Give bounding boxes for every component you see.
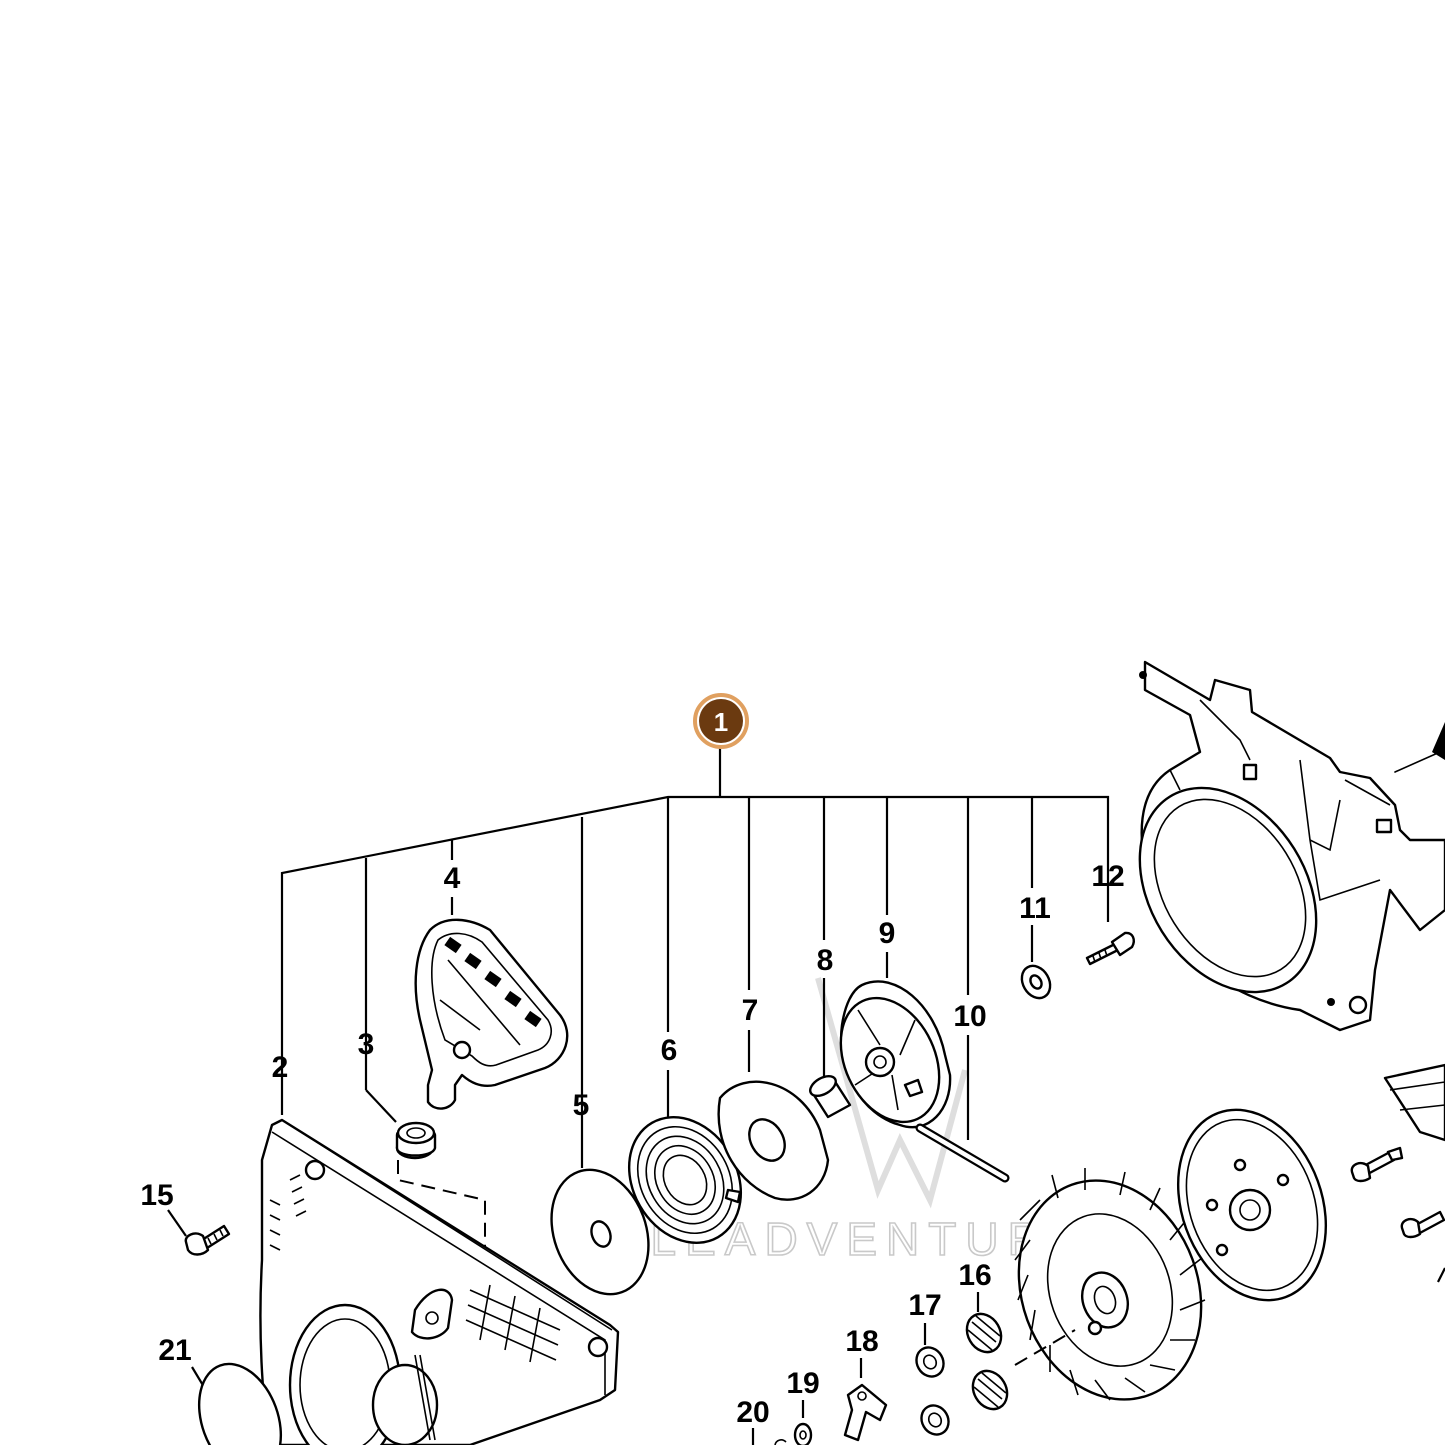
screw-icon bbox=[1400, 1210, 1445, 1283]
fan-housing-icon bbox=[1138, 660, 1445, 1032]
screw-icon bbox=[184, 1224, 231, 1256]
label-5: 5 bbox=[573, 1089, 590, 1122]
cover-edge-icon bbox=[1383, 1063, 1445, 1142]
spring-icon bbox=[971, 1369, 1009, 1411]
o-ring-icon bbox=[197, 1362, 283, 1445]
pawl-icon bbox=[843, 1383, 888, 1442]
clutch-drum-icon bbox=[1176, 1108, 1328, 1302]
label-12: 12 bbox=[1091, 860, 1124, 893]
watermark-logo-icon bbox=[815, 977, 968, 1209]
label-9: 9 bbox=[879, 917, 896, 950]
screw-icon bbox=[1350, 1146, 1404, 1183]
label-11: 11 bbox=[1019, 892, 1051, 925]
nut-icon bbox=[915, 1346, 945, 1378]
leader-lines bbox=[167, 748, 1110, 1445]
label-2: 2 bbox=[272, 1051, 289, 1084]
spring-icon bbox=[965, 1312, 1003, 1354]
callout-number: 1 bbox=[714, 707, 728, 737]
flywheel-icon bbox=[1014, 1168, 1206, 1401]
screw-icon bbox=[1085, 931, 1135, 966]
rope-pulley-icon bbox=[839, 980, 952, 1129]
label-4: 4 bbox=[444, 862, 461, 895]
label-10: 10 bbox=[953, 1000, 986, 1033]
label-21: 21 bbox=[158, 1334, 191, 1367]
nut-icon bbox=[920, 1404, 950, 1436]
label-3: 3 bbox=[358, 1028, 375, 1061]
label-16: 16 bbox=[958, 1259, 991, 1292]
clip-icon bbox=[774, 1439, 787, 1445]
label-19: 19 bbox=[786, 1367, 819, 1400]
starter-grip-icon bbox=[414, 918, 569, 1110]
label-20: 20 bbox=[736, 1396, 769, 1429]
bush-icon bbox=[809, 1074, 852, 1119]
label-7: 7 bbox=[742, 994, 759, 1027]
starter-rope-icon bbox=[915, 1123, 1010, 1183]
label-17: 17 bbox=[908, 1289, 941, 1322]
starter-housing-icon bbox=[259, 1118, 620, 1445]
part-labels: 2 3 4 5 6 7 8 9 10 11 12 15 16 17 18 19 … bbox=[140, 860, 1124, 1429]
label-15: 15 bbox=[140, 1179, 173, 1212]
label-6: 6 bbox=[661, 1034, 678, 1067]
callout-badge-1[interactable]: 1 bbox=[693, 693, 749, 749]
washer-icon bbox=[550, 1168, 650, 1296]
small-washer-icon bbox=[793, 1422, 813, 1445]
label-8: 8 bbox=[817, 944, 834, 977]
small-washer-icon bbox=[1020, 964, 1052, 1000]
label-18: 18 bbox=[845, 1325, 878, 1358]
disc-icon bbox=[717, 1080, 830, 1201]
rope-guide-bush-icon bbox=[395, 1121, 486, 1291]
